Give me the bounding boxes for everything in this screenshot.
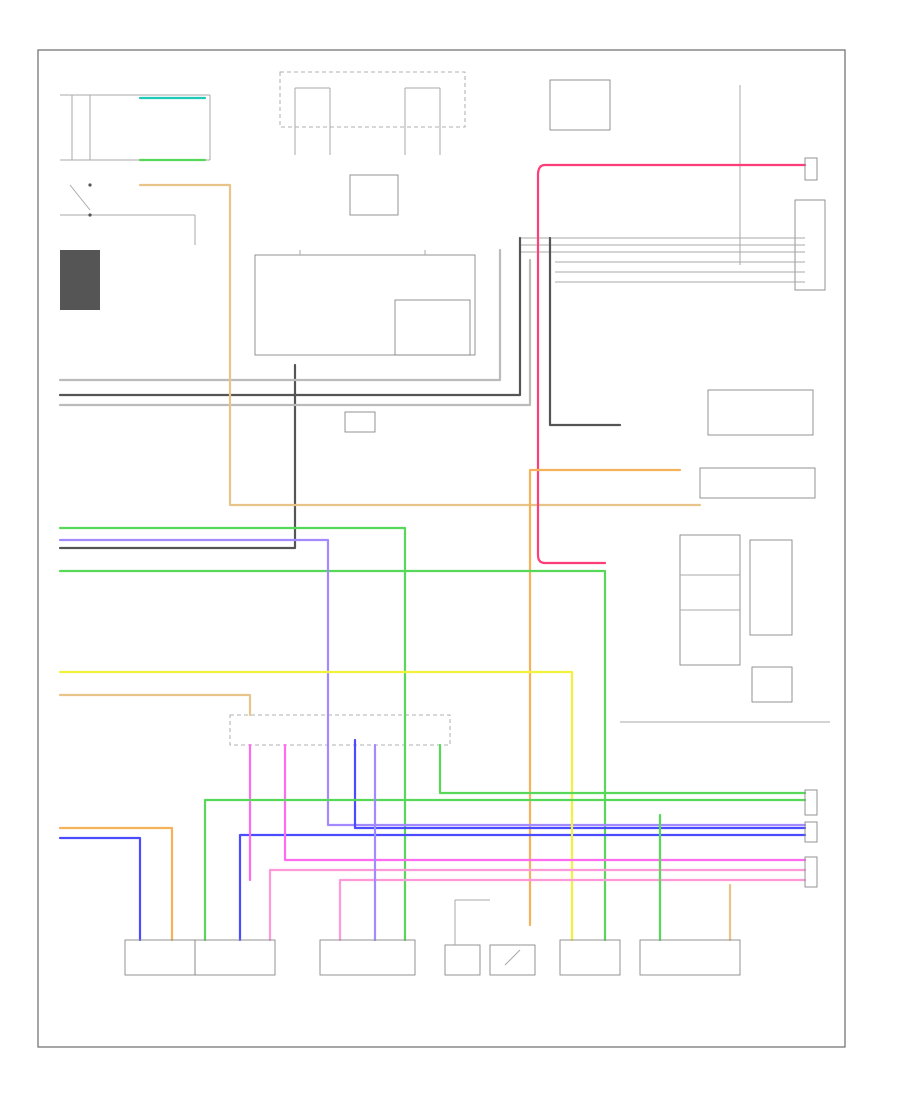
wire-blue-1 bbox=[58, 538, 807, 827]
wire-magenta-2 bbox=[283, 743, 807, 862]
top-right-units bbox=[520, 79, 826, 499]
wire-green-1 bbox=[58, 526, 407, 942]
wire-green-3 bbox=[203, 798, 807, 942]
diagram-frame bbox=[37, 49, 846, 1048]
wire-black-2 bbox=[548, 236, 622, 427]
wire-black-3 bbox=[58, 363, 297, 550]
wire-green-2 bbox=[58, 569, 607, 942]
wire-lightpink-2 bbox=[338, 878, 807, 942]
wire-orange-2 bbox=[58, 826, 174, 942]
wire-blue-2 bbox=[58, 836, 142, 942]
wire-gray-2 bbox=[58, 258, 532, 407]
top-left-switch-block bbox=[60, 94, 211, 310]
wire-tan-top bbox=[138, 183, 702, 507]
wire-gray-1 bbox=[58, 248, 502, 382]
right-relay-box bbox=[620, 534, 830, 723]
right-edge-connectors bbox=[804, 157, 818, 888]
wires bbox=[58, 96, 807, 942]
wire-blue-3 bbox=[238, 833, 807, 942]
wire-blue-4 bbox=[353, 738, 807, 830]
wire-yellow bbox=[58, 670, 574, 942]
wire-tan-2 bbox=[58, 693, 252, 717]
wire-green-4 bbox=[438, 743, 807, 795]
center-control-unit bbox=[229, 714, 451, 746]
bottom-connectors bbox=[124, 899, 741, 976]
wire-pink bbox=[536, 163, 807, 565]
wire-black-1 bbox=[58, 236, 522, 397]
top-center-unit bbox=[254, 71, 476, 433]
wire-lightpink-1 bbox=[268, 868, 807, 942]
wire-orange bbox=[528, 468, 682, 927]
